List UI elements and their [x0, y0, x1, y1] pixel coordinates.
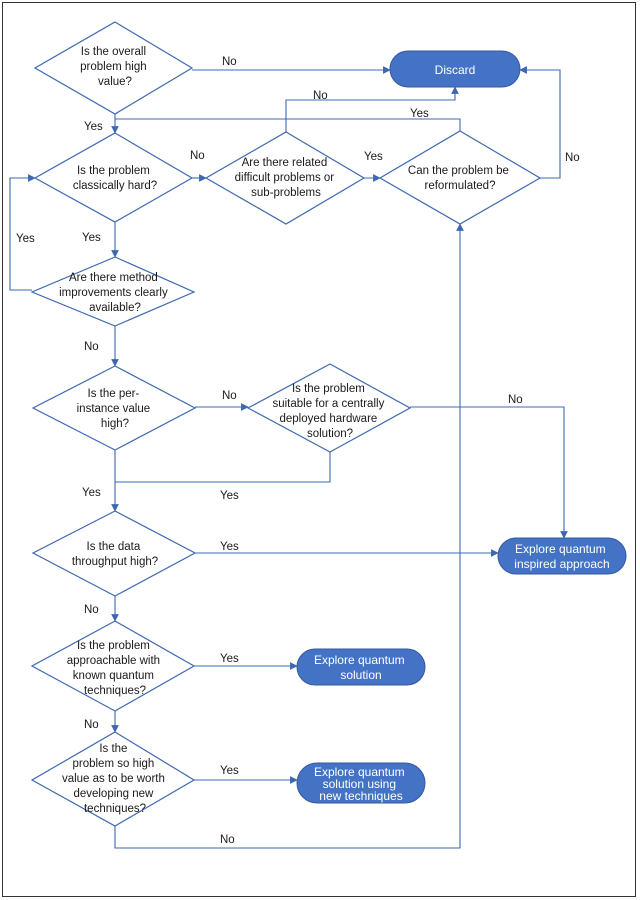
text-quantum-inspired: Explore quantum inspired approach [514, 542, 609, 571]
diamond-high-value [33, 21, 194, 115]
label-no-reformulated: No [565, 152, 580, 164]
text-per-instance: Is the per- instance value high? [77, 388, 154, 430]
label-yes-known: Yes [220, 653, 239, 665]
terminal-new-techniques [296, 762, 426, 804]
edge-worth-reformulated [114, 223, 464, 849]
label-yes-methods-loop: Yes [16, 233, 35, 245]
text-high-value: Is the overall problem high value? [80, 46, 150, 88]
diamond-related-problems [204, 131, 366, 225]
label-no-discard-top: No [222, 56, 237, 68]
terminal-quantum-inspired [497, 537, 627, 575]
diamond-centrally-deployed [246, 363, 412, 453]
text-throughput: Is the data throughput high? [72, 541, 158, 568]
text-new-techniques: Explore quantum solution using new techn… [314, 765, 408, 803]
edge-reformulated-discard [519, 66, 561, 179]
node-texts: Is the overall problem high value? Is th… [59, 46, 610, 815]
label-no-methods: No [84, 341, 99, 353]
diamond-method-improvements [30, 256, 196, 327]
text-centrally-deployed: Is the problem suitable for a centrally … [272, 383, 387, 440]
edge-labels: No Yes No Yes No Yes No Yes Yes No No No… [16, 56, 580, 846]
text-quantum-solution: Explore quantum solution [314, 653, 408, 682]
terminal-discard [389, 50, 521, 88]
text-reformulated: Can the problem be reformulated? [408, 165, 512, 192]
label-yes-per-instance: Yes [82, 487, 101, 499]
terminal-quantum-solution [296, 648, 426, 686]
text-discard: Discard [435, 63, 476, 77]
label-yes-worth: Yes [220, 765, 239, 777]
label-yes-centrally-deployed: Yes [220, 490, 239, 502]
diamond-throughput [31, 510, 197, 597]
label-no-known: No [84, 719, 99, 731]
edge-central-inspired [410, 406, 568, 539]
text-related-problems: Are there related difficult problems or … [235, 157, 338, 199]
label-yes-reformulated-back: Yes [410, 108, 429, 120]
label-yes-related: Yes [364, 151, 383, 163]
label-no-centrally-deployed: No [508, 394, 523, 406]
edge-reformulated-hard [115, 118, 461, 131]
label-no-per-instance: No [222, 390, 237, 402]
label-no-throughput: No [84, 604, 99, 616]
edge-related-discard [285, 86, 459, 132]
text-method-improvements: Are there method improvements clearly av… [59, 272, 171, 314]
terminal-nodes [296, 50, 627, 804]
label-yes-highvalue: Yes [84, 121, 103, 133]
edge-central-merge [115, 452, 331, 483]
text-known-techniques: Is the problem approachable with known q… [67, 640, 164, 697]
label-yes-throughput: Yes [220, 541, 239, 553]
text-classically-hard: Is the problem classically hard? [73, 165, 157, 192]
label-no-related: No [313, 90, 328, 102]
diamond-worth-developing [30, 731, 196, 827]
diamond-per-instance [31, 365, 197, 451]
decision-nodes [30, 21, 542, 827]
label-yes-classically-hard: Yes [82, 232, 101, 244]
edge-methods-hard [9, 174, 36, 291]
label-no-worth: No [220, 834, 235, 846]
label-no-classically-hard: No [190, 150, 205, 162]
edges [9, 66, 568, 849]
diamond-known-techniques [30, 620, 196, 712]
diamond-reformulated [378, 130, 542, 225]
diamond-classically-hard [33, 132, 194, 223]
text-worth-developing: Is the problem so high value as to be wo… [62, 743, 168, 815]
